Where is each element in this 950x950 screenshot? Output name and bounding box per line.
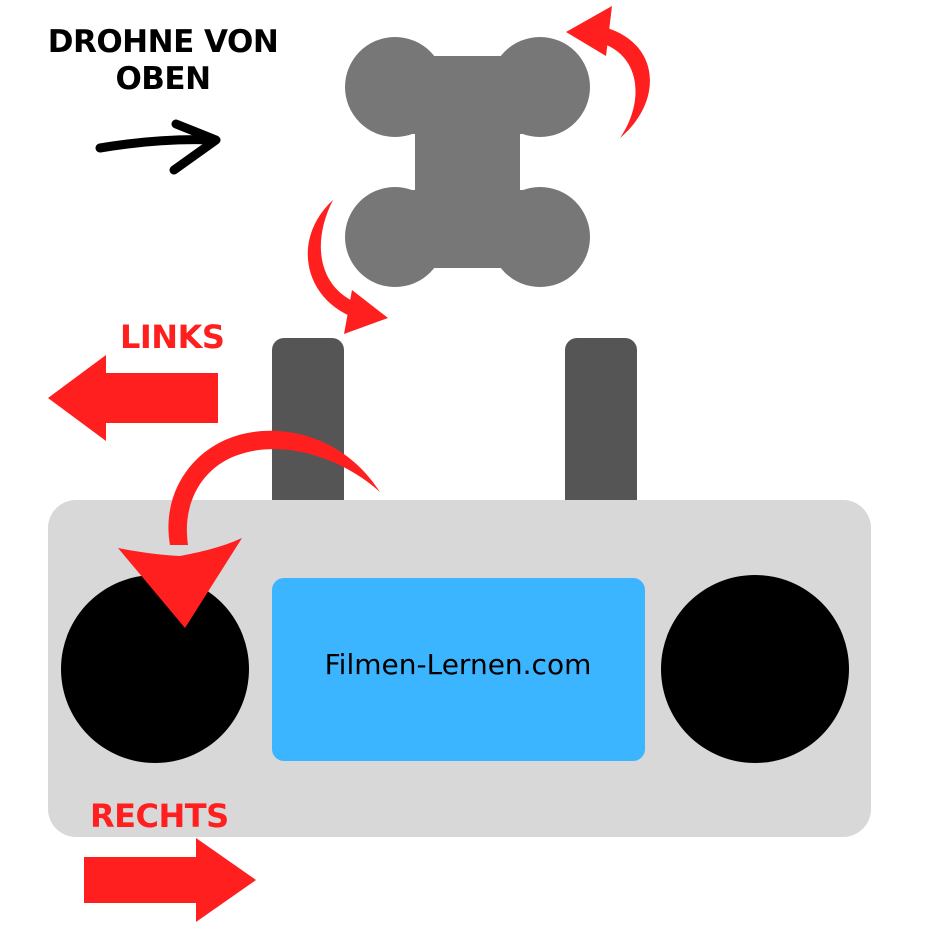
left-arrow-icon	[48, 355, 218, 441]
diagram-title-line-2: OBEN	[115, 61, 211, 97]
rotation-arrow-icon-top	[566, 6, 650, 138]
right-control-stick	[661, 575, 849, 763]
diagram-title: DROHNE VON OBEN	[28, 24, 298, 98]
left-label: LINKS	[120, 318, 225, 356]
drone-body	[415, 100, 520, 230]
right-label: RECHTS	[90, 797, 229, 835]
drone-top-view	[345, 37, 590, 287]
controller-antenna-left	[272, 338, 344, 522]
controller-screen	[272, 578, 645, 761]
controller-antenna-right	[565, 338, 637, 522]
right-arrow-icon	[84, 838, 256, 922]
screen-website-text: Filmen-Lernen.com	[324, 648, 592, 681]
left-control-stick	[61, 575, 249, 763]
rotation-arrow-icon-left	[307, 200, 388, 334]
diagram-title-line-1: DROHNE VON	[47, 24, 279, 60]
stick-direction-arrow-icon	[118, 430, 380, 628]
pointer-arrow-icon	[95, 119, 221, 175]
